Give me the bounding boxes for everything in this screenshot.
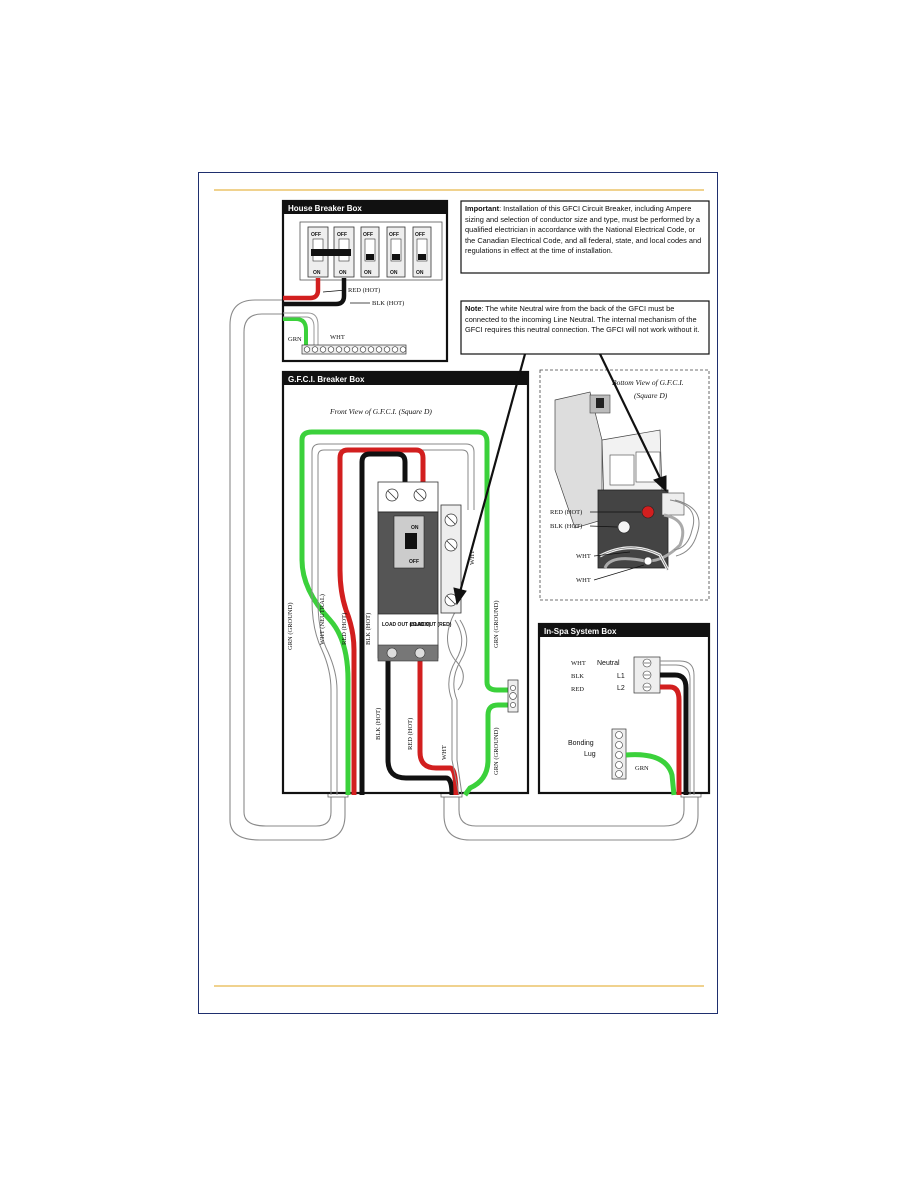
gfci-wire-green-outer bbox=[299, 429, 508, 795]
spa-wire-red bbox=[660, 684, 682, 795]
svg-text:ON: ON bbox=[416, 270, 424, 276]
gfci-load-black-label: LOAD OUT (BLACK) bbox=[382, 622, 431, 628]
svg-text:OFF: OFF bbox=[415, 232, 425, 238]
spa-bonding-lug bbox=[611, 728, 627, 780]
spa-grn-label: GRN bbox=[635, 765, 649, 772]
important-note-lead: Important bbox=[465, 204, 500, 213]
gfci-grn-ground-right-label: GRN (GROUND) bbox=[493, 601, 500, 648]
gfci-load-red-hot-label: RED (HOT) bbox=[407, 718, 414, 750]
gfci-load-black bbox=[385, 660, 455, 796]
bottom-red-hot-label: RED (HOT) bbox=[550, 509, 582, 516]
house-box-title: House Breaker Box bbox=[288, 204, 362, 213]
house-breaker-5: OFF ON bbox=[412, 226, 432, 278]
gfci-load-red bbox=[417, 660, 459, 796]
bottom-wht-label-1: WHT bbox=[576, 553, 591, 560]
gfci-grn-ground-label: GRN (GROUND) bbox=[287, 603, 294, 650]
gfci-load-wht-label: WHT bbox=[441, 745, 448, 760]
house-wire-black bbox=[283, 278, 347, 307]
spa-red-label: RED bbox=[571, 686, 584, 693]
important-note: Important: Installation of this GFCI Cir… bbox=[465, 204, 707, 257]
bottom-view-title-line2: (Square D) bbox=[634, 391, 668, 400]
house-wire-green bbox=[283, 317, 308, 345]
spa-lug-label: Lug bbox=[584, 751, 596, 758]
gfci-red-hot-label: RED (HOT) bbox=[341, 613, 348, 645]
gfci-neutral-bar bbox=[440, 504, 462, 614]
bottom-view-panel: Bottom View of G.F.C.I. (Square D) RED (… bbox=[539, 369, 710, 601]
neutral-note-box bbox=[460, 300, 710, 355]
svg-text:ON: ON bbox=[390, 270, 398, 276]
bottom-blk-hot-label: BLK (HOT) bbox=[550, 523, 582, 530]
house-red-hot-label: RED (HOT) bbox=[348, 287, 380, 294]
gfci-grn-ground-lower-label: GRN (GROUND) bbox=[493, 728, 500, 775]
gfci-off-label: OFF bbox=[409, 559, 419, 565]
house-blk-hot-label: BLK (HOT) bbox=[372, 300, 404, 307]
neutral-note-text: : The white Neutral wire from the back o… bbox=[465, 304, 700, 335]
note-arrows bbox=[453, 353, 667, 606]
important-note-box bbox=[460, 200, 710, 274]
svg-text:ON: ON bbox=[364, 270, 372, 276]
house-terminal-bar bbox=[301, 344, 407, 355]
spa-system-box: In-Spa System Box WHT BLK RED Neutral L1 bbox=[537, 622, 711, 796]
svg-text:OFF: OFF bbox=[311, 232, 321, 238]
bottom-view-title-line1: Bottom View of G.F.C.I. bbox=[612, 378, 684, 387]
neutral-note-lead: Note bbox=[465, 304, 482, 313]
gfci-load-blk-hot-label: BLK (HOT) bbox=[375, 708, 382, 740]
svg-text:OFF: OFF bbox=[363, 232, 373, 238]
house-wire-white bbox=[283, 312, 319, 345]
gfci-pigtail-white-loop bbox=[447, 611, 464, 691]
house-breaker-3: OFF ON bbox=[360, 226, 380, 278]
conduit-tubes bbox=[229, 299, 699, 841]
spa-blk-label: BLK bbox=[571, 673, 584, 680]
gfci-breaker-box: G.F.C.I. Breaker Box Front View of G.F.C… bbox=[281, 370, 530, 797]
house-grn-label: GRN bbox=[288, 336, 302, 343]
house-breakers: OFF ON OFF ON OFF ON OFF bbox=[307, 226, 432, 278]
gfci-wire-black-hot bbox=[359, 451, 408, 795]
house-breaker-4: OFF ON bbox=[386, 226, 406, 278]
gfci-blk-hot-label: BLK (HOT) bbox=[365, 613, 372, 645]
svg-text:ON: ON bbox=[339, 270, 347, 276]
gfci-front-view-caption: Front View of G.F.C.I. (Square D) bbox=[329, 407, 432, 416]
important-note-text: : Installation of this GFCI Circuit Brea… bbox=[465, 204, 702, 256]
neutral-note: Note: The white Neutral wire from the ba… bbox=[465, 304, 707, 336]
spa-l1-label: L1 bbox=[617, 673, 625, 680]
house-breaker-handle-tie bbox=[311, 249, 351, 256]
house-wire-red bbox=[283, 278, 321, 301]
gfci-ground-out-green bbox=[462, 702, 510, 797]
spa-box-title: In-Spa System Box bbox=[544, 627, 617, 636]
svg-text:OFF: OFF bbox=[337, 232, 347, 238]
spa-bonding-label: Bonding bbox=[568, 740, 594, 747]
gfci-load-white bbox=[448, 619, 463, 796]
gfci-box-title: G.F.C.I. Breaker Box bbox=[288, 375, 365, 384]
gfci-wht-label: WHT bbox=[469, 550, 476, 565]
gfci-ground-bar bbox=[507, 679, 519, 713]
spa-neutral-label: Neutral bbox=[597, 660, 620, 667]
svg-text:OFF: OFF bbox=[389, 232, 399, 238]
gfci-breaker: ON OFF LOAD OUT (BLACK) LOAD OUT (RED) bbox=[377, 481, 452, 662]
gfci-wire-white-neutral bbox=[311, 443, 475, 795]
bottom-blk-terminal bbox=[617, 520, 631, 534]
gfci-wht-neutral-label: WHT (NEUTRAL) bbox=[319, 594, 326, 645]
spa-l2-label: L2 bbox=[617, 685, 625, 692]
bottom-red-terminal bbox=[641, 505, 655, 519]
gfci-wire-red-hot bbox=[337, 447, 426, 795]
spa-wire-black bbox=[660, 672, 689, 795]
gfci-on-label: ON bbox=[411, 525, 419, 531]
bottom-wht-label-2: WHT bbox=[576, 577, 591, 584]
svg-text:ON: ON bbox=[313, 270, 321, 276]
spa-wire-green bbox=[625, 752, 677, 796]
spa-terminal-block bbox=[633, 656, 661, 694]
gfci-load-red-label: LOAD OUT (RED) bbox=[410, 622, 452, 628]
spa-wht-label: WHT bbox=[571, 660, 586, 667]
spa-wire-white bbox=[660, 660, 695, 795]
house-breaker-box: House Breaker Box OFF ON OFF ON OFF bbox=[281, 199, 449, 363]
house-wht-label: WHT bbox=[330, 334, 345, 341]
